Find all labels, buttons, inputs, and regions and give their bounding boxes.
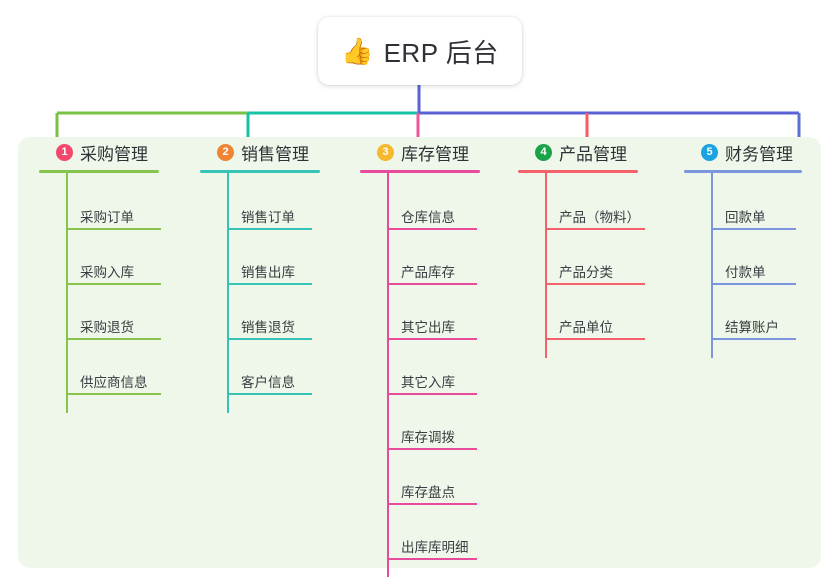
branch-item[interactable]: 出库库明细 (387, 540, 477, 560)
branch-number-badge: 2 (217, 143, 234, 161)
branch-item[interactable]: 其它出库 (387, 320, 477, 340)
branch-item-label: 销售出库 (241, 265, 295, 280)
branch-spine (227, 173, 229, 413)
branch-item[interactable]: 销售退货 (227, 320, 312, 340)
branch-item-underline (227, 228, 312, 230)
branch-item[interactable]: 付款单 (711, 265, 796, 285)
branch-number-badge: 5 (701, 143, 718, 161)
branch-item[interactable]: 销售出库 (227, 265, 312, 285)
branch-item-underline (387, 283, 477, 285)
branch-underline (360, 170, 480, 173)
branch-item-underline (227, 393, 312, 395)
root-title: ERP 后台 (383, 37, 499, 68)
branch-item-underline (545, 283, 645, 285)
branch-item-label: 产品（物料） (559, 210, 640, 225)
branch-item-label: 出库库明细 (401, 540, 469, 555)
branch-item[interactable]: 其它入库 (387, 375, 477, 395)
branch-item-underline (387, 338, 477, 340)
branch-item-underline (711, 283, 796, 285)
branch-item-underline (711, 228, 796, 230)
branch-underline (200, 170, 320, 173)
thumbs-up-icon: 👍 (341, 36, 374, 66)
branch-column-3: 3 库存管理仓库信息产品库存其它出库其它入库库存调拨库存盘点出库库明细 (360, 137, 480, 577)
branch-item[interactable]: 产品库存 (387, 265, 477, 285)
branch-item-underline (387, 558, 477, 560)
branch-item-label: 产品分类 (559, 265, 613, 280)
branch-item-underline (545, 338, 645, 340)
branch-item-underline (66, 228, 161, 230)
branch-item[interactable]: 结算账户 (711, 320, 796, 340)
branch-item[interactable]: 库存盘点 (387, 485, 477, 505)
branch-header-4[interactable]: 4 产品管理 (518, 137, 627, 167)
branch-number-badge: 1 (56, 143, 73, 161)
branch-item-label: 仓库信息 (401, 210, 455, 225)
branch-title: 财务管理 (725, 144, 793, 164)
branch-item[interactable]: 回款单 (711, 210, 796, 230)
branch-spine (545, 173, 547, 358)
branch-item-label: 库存调拨 (401, 430, 455, 445)
branches-panel: 1 采购管理采购订单采购入库采购退货供应商信息 2 销售管理销售订单销售出库销售退货客… (18, 137, 821, 577)
branch-item[interactable]: 采购订单 (66, 210, 161, 230)
branch-header-3[interactable]: 3 库存管理 (360, 137, 469, 167)
branch-title: 产品管理 (559, 144, 627, 164)
branch-title: 采购管理 (80, 144, 148, 164)
branch-item-label: 销售退货 (241, 320, 295, 335)
branch-item-underline (66, 393, 161, 395)
branch-item[interactable]: 采购入库 (66, 265, 161, 285)
branch-item-label: 采购退货 (80, 320, 134, 335)
branch-item-underline (387, 393, 477, 395)
branch-spine (711, 173, 713, 358)
branch-column-1: 1 采购管理采购订单采购入库采购退货供应商信息 (39, 137, 161, 413)
branch-item-underline (227, 283, 312, 285)
branch-spine (66, 173, 68, 413)
branch-item-label: 付款单 (725, 265, 766, 280)
branch-item-label: 采购订单 (80, 210, 134, 225)
branch-item-underline (387, 228, 477, 230)
branch-item-label: 结算账户 (725, 320, 779, 335)
branch-spine (387, 173, 389, 577)
branch-item-underline (387, 503, 477, 505)
branch-underline (684, 170, 802, 173)
branch-item[interactable]: 客户信息 (227, 375, 312, 395)
branch-item[interactable]: 产品分类 (545, 265, 645, 285)
branch-header-5[interactable]: 5 财务管理 (684, 137, 793, 167)
branch-item-label: 产品库存 (401, 265, 455, 280)
branch-item-label: 客户信息 (241, 375, 295, 390)
branch-item-label: 采购入库 (80, 265, 134, 280)
branch-header-1[interactable]: 1 采购管理 (39, 137, 148, 167)
branch-column-4: 4 产品管理产品（物料） 产品分类产品单位 (518, 137, 645, 358)
branch-item[interactable]: 仓库信息 (387, 210, 477, 230)
branch-title: 库存管理 (401, 144, 469, 164)
root-node[interactable]: 👍 ERP 后台 (318, 17, 522, 85)
branch-underline (518, 170, 638, 173)
branch-item-label: 其它入库 (401, 375, 455, 390)
branch-item-underline (711, 338, 796, 340)
branch-column-5: 5 财务管理回款单付款单结算账户 (684, 137, 802, 358)
branch-item-label: 回款单 (725, 210, 766, 225)
branch-item-label: 产品单位 (559, 320, 613, 335)
branch-underline (39, 170, 159, 173)
branch-item-underline (66, 338, 161, 340)
branch-item-underline (387, 448, 477, 450)
branch-item[interactable]: 产品单位 (545, 320, 645, 340)
branch-item[interactable]: 供应商信息 (66, 375, 161, 395)
branch-item-underline (66, 283, 161, 285)
branch-item[interactable]: 采购退货 (66, 320, 161, 340)
branch-item-underline (545, 228, 645, 230)
branch-item-label: 其它出库 (401, 320, 455, 335)
branch-number-badge: 4 (535, 143, 552, 161)
branch-item-underline (227, 338, 312, 340)
branch-item[interactable]: 产品（物料） (545, 210, 645, 230)
branch-title: 销售管理 (241, 144, 309, 164)
branch-item[interactable]: 库存调拨 (387, 430, 477, 450)
branch-header-2[interactable]: 2 销售管理 (200, 137, 309, 167)
branch-column-2: 2 销售管理销售订单销售出库销售退货客户信息 (200, 137, 320, 413)
branch-item-label: 库存盘点 (401, 485, 455, 500)
branch-item[interactable]: 销售订单 (227, 210, 312, 230)
branch-number-badge: 3 (377, 143, 394, 161)
branch-item-label: 销售订单 (241, 210, 295, 225)
branch-item-label: 供应商信息 (80, 375, 148, 390)
